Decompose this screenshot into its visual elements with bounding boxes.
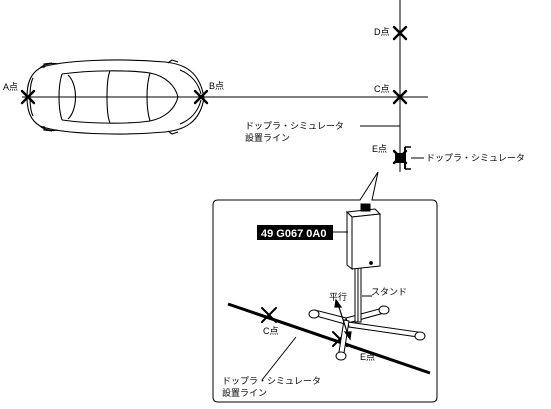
point-d-marker: [392, 25, 408, 41]
point-b-label: B点: [209, 81, 224, 91]
simulator-stand: [308, 263, 426, 361]
detail-floor-line: [227, 302, 431, 375]
setup-lines: [22, 0, 428, 172]
point-a-label: A点: [3, 82, 18, 92]
detail-line-label-1: ドップラ・シミュレータ: [222, 376, 321, 386]
stand-label: スタンド: [371, 287, 407, 297]
part-number-plate: [257, 225, 333, 240]
doppler-simulator-label: ドップラ・シミュレータ: [426, 153, 525, 163]
point-d-label: D点: [374, 27, 390, 37]
point-e-label: E点: [372, 144, 387, 154]
detail-point-c-marker: [261, 307, 277, 323]
simulator-line-label-2: 設置ライン: [245, 132, 290, 143]
parallel-label: 平行: [329, 291, 347, 302]
detail-point-c-label: C点: [263, 326, 279, 336]
point-a-marker: [20, 89, 36, 105]
parallel-arrow: [334, 298, 352, 341]
part-number-text: 49 G067 0A0: [261, 228, 326, 240]
simulator-unit: [345, 203, 382, 271]
point-c-label: C点: [374, 84, 390, 94]
point-b-marker: [193, 89, 209, 105]
detail-line-label-2: 設置ライン: [222, 387, 267, 398]
detail-point-e-label: E点: [360, 352, 375, 362]
point-markers: [20, 25, 408, 165]
point-c-marker: [392, 89, 408, 105]
detail-line-leader: [261, 336, 297, 381]
simulator-line-label-1: ドップラ・シミュレータ: [245, 121, 344, 131]
doppler-simulator-symbol: [395, 146, 424, 170]
